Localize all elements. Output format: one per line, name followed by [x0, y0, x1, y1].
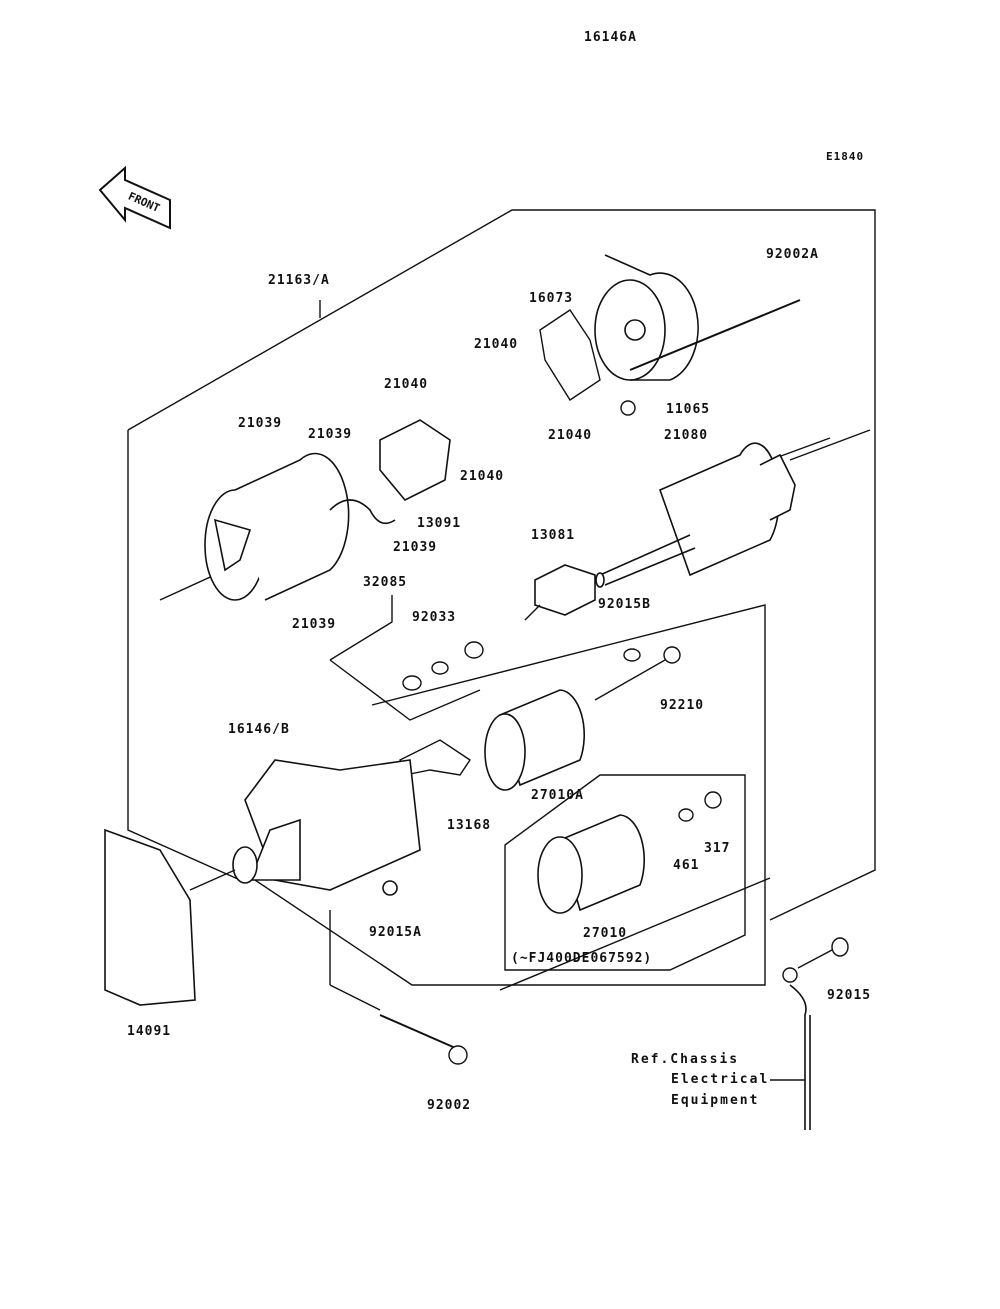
- part-label-13168: 13168: [447, 818, 492, 833]
- part-label-92015: 92015: [827, 988, 872, 1003]
- reference-line-3: Equipment: [671, 1093, 760, 1108]
- part-label-92210: 92210: [660, 698, 705, 713]
- diagram-code: E1840: [826, 150, 865, 163]
- assembly-outline-21163A: [127, 209, 876, 921]
- reference-line-1: Ref.Chassis: [631, 1052, 740, 1067]
- old-solenoid-box: [504, 774, 746, 971]
- part-label-317: 317: [704, 841, 731, 856]
- part-label-21080: 21080: [664, 428, 709, 443]
- part-label-27010: 27010: [583, 926, 628, 941]
- yoke-part: [204, 452, 396, 601]
- part-label-21040: 21040: [384, 377, 429, 392]
- part-label-21039: 21039: [393, 540, 438, 555]
- part-label-21040: 21040: [548, 428, 593, 443]
- part-label-21039: 21039: [308, 427, 353, 442]
- part-label-21040: 21040: [460, 469, 505, 484]
- reference-line-2: Electrical: [671, 1072, 770, 1087]
- part-label-92033: 92033: [412, 610, 457, 625]
- kit-32085-outline: [329, 595, 393, 661]
- part-label-461: 461: [673, 858, 700, 873]
- front-arrow-icon: FRONT: [98, 165, 171, 230]
- part-label-13091: 13091: [417, 516, 462, 531]
- part-label-92015A: 92015A: [369, 925, 422, 940]
- part-label-14091: 14091: [127, 1024, 172, 1039]
- part-label-21039: 21039: [292, 617, 337, 632]
- solenoid-outline: [239, 604, 766, 986]
- part-label-92015B: 92015B: [598, 597, 651, 612]
- serial-note: (~FJ400DE067592): [511, 951, 653, 966]
- part-label-21163A: 21163/A: [268, 273, 330, 288]
- part-label-21039: 21039: [238, 416, 283, 431]
- part-label-27010A: 27010A: [531, 788, 584, 803]
- part-label-16146A: 16146A: [584, 30, 637, 45]
- part-label-11065: 11065: [666, 402, 711, 417]
- part-label-92002A: 92002A: [766, 247, 819, 262]
- part-label-16146B: 16146/B: [228, 722, 290, 737]
- part-label-21040: 21040: [474, 337, 519, 352]
- part-label-13081: 13081: [531, 528, 576, 543]
- part-label-92002: 92002: [427, 1098, 472, 1113]
- part-label-16073: 16073: [529, 291, 574, 306]
- part-label-32085: 32085: [363, 575, 408, 590]
